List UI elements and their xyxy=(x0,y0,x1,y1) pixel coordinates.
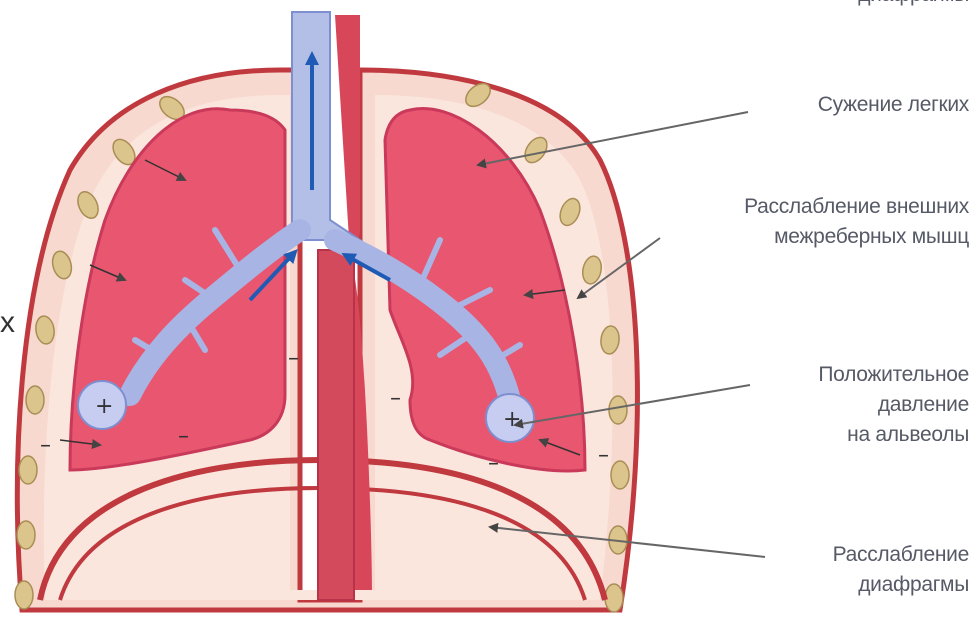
label-lung-contraction-line: Сужение легких xyxy=(818,90,969,120)
edge-glyph: x xyxy=(0,306,15,340)
minus-6: – xyxy=(598,443,609,468)
label-diaphragm-line-1: Расслабление xyxy=(833,540,969,570)
label-muscles-line-2: межреберных мышц xyxy=(744,222,969,252)
minus-2: – xyxy=(288,346,299,371)
label-muscles-line-1: Расслабление внешних xyxy=(744,192,969,222)
minus-5: – xyxy=(40,433,51,458)
label-diaphragm-relaxation: Расслабление диафрагмы xyxy=(833,540,969,600)
label-alveoli-line-2: давление xyxy=(818,390,969,420)
label-top-cut-line: диафрагмы xyxy=(858,0,969,10)
minus-4: – xyxy=(488,451,499,476)
label-top-cut: диафрагмы xyxy=(858,0,969,10)
label-alveoli-pressure: Положительное давление на альвеолы xyxy=(818,360,969,450)
label-alveoli-line-3: на альвеолы xyxy=(818,420,969,450)
label-diaphragm-line-2: диафрагмы xyxy=(833,570,969,600)
label-intercostal-muscles: Расслабление внешних межреберных мышц xyxy=(744,192,969,252)
plus-right: + xyxy=(503,407,521,432)
plus-left: + xyxy=(95,394,113,419)
label-lung-contraction: Сужение легких xyxy=(818,90,969,120)
minus-1: – xyxy=(178,424,189,449)
minus-3: – xyxy=(390,386,401,411)
label-alveoli-line-1: Положительное xyxy=(818,360,969,390)
descending-vessel xyxy=(318,250,354,600)
